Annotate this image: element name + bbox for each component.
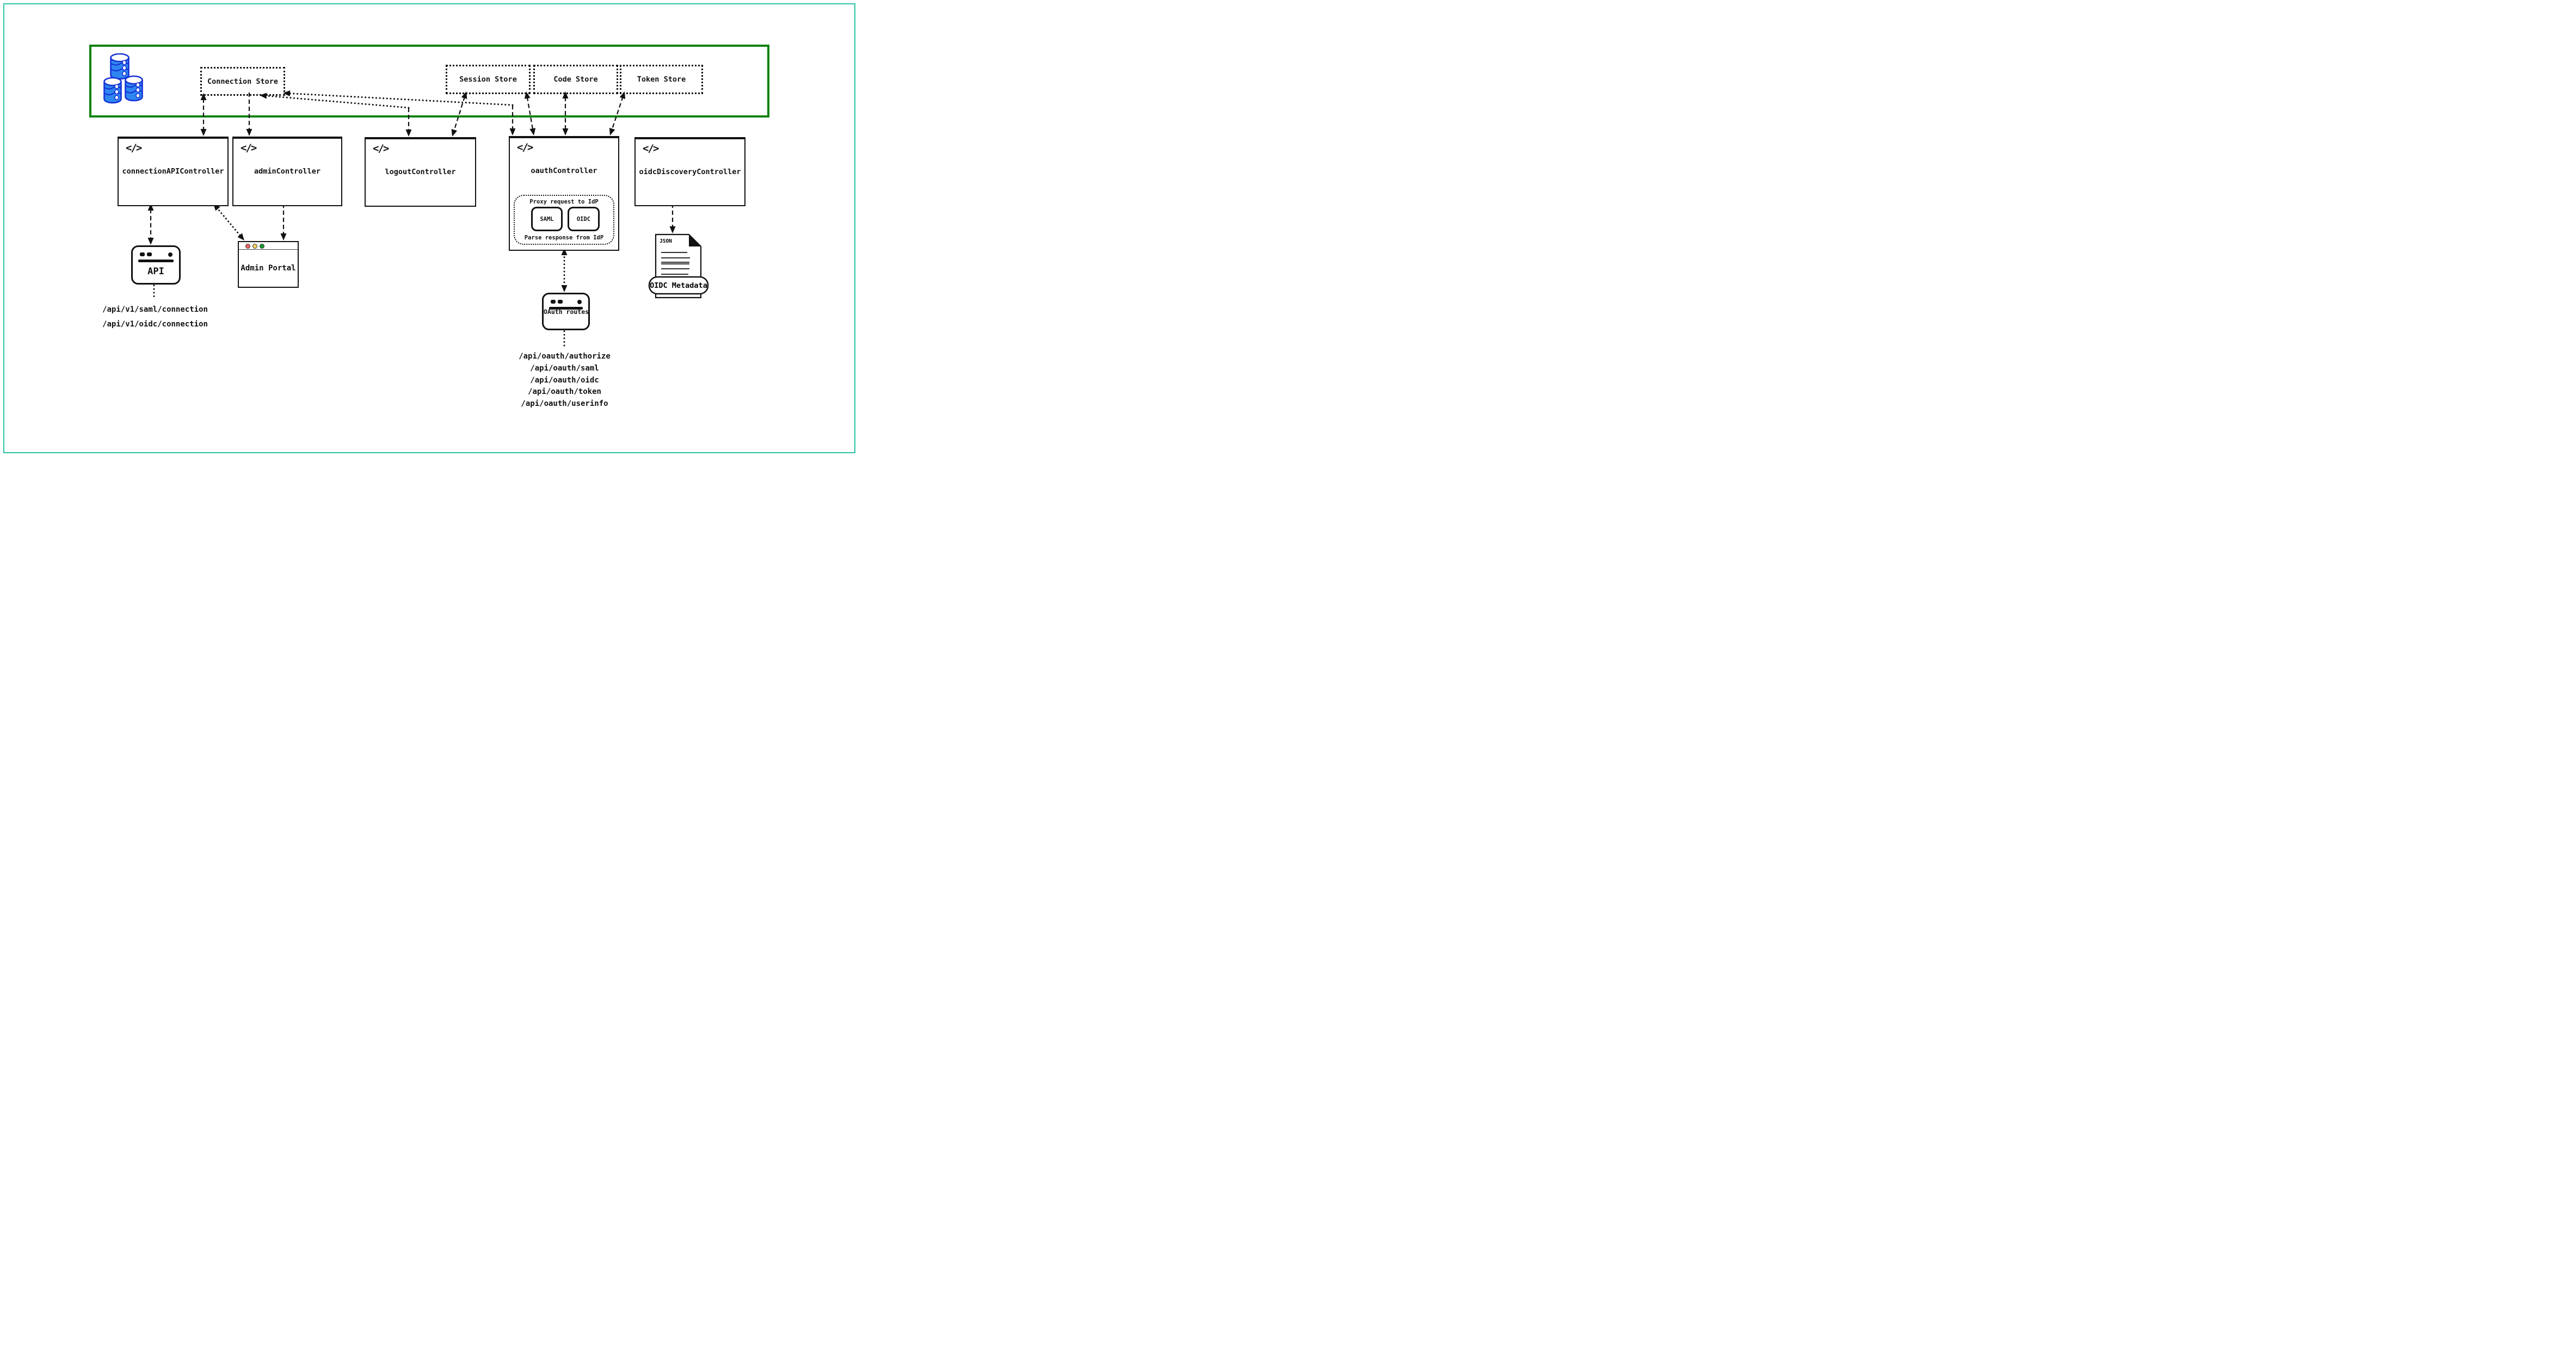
- window-dash-icon: [140, 252, 145, 256]
- code-icon: </>: [241, 142, 257, 154]
- window-dot-icon: [168, 252, 172, 257]
- logout-controller-label: logoutController: [385, 168, 456, 176]
- path-item: /api/oauth/userinfo: [521, 399, 608, 409]
- connection-api-controller-label: connectionAPIController: [122, 167, 224, 176]
- admin-portal-label: Admin Portal: [241, 264, 296, 273]
- token-store-label: Token Store: [637, 75, 686, 84]
- oauth-path-list: /api/oauth/authorize/api/oauth/saml/api/…: [490, 351, 639, 410]
- maximize-traffic-light-icon: [260, 244, 264, 249]
- window-dash-icon: [147, 252, 152, 256]
- path-item: /api/oauth/authorize: [519, 352, 611, 361]
- saml-box: SAML: [531, 207, 563, 231]
- oidc-metadata-pill: [648, 276, 709, 295]
- minimize-traffic-light-icon: [252, 244, 257, 249]
- admin-portal-window: Admin Portal: [238, 241, 299, 288]
- document-text-lines: [661, 252, 690, 275]
- json-file-type-label: JSON: [660, 238, 672, 244]
- connection-api-controller-box: </> connectionAPIController: [118, 137, 229, 206]
- code-icon: </>: [373, 143, 389, 155]
- admin-portal-titlebar: [239, 242, 298, 250]
- code-store-box: Code Store: [533, 65, 618, 94]
- path-item: /api/oauth/saml: [530, 363, 599, 373]
- code-icon: </>: [517, 141, 533, 153]
- oidc-discovery-controller-label: oidcDiscoveryController: [639, 168, 741, 176]
- json-document-icon: JSON OIDC Metadata: [648, 233, 709, 299]
- oidc-discovery-controller-box: </> oidcDiscoveryController: [634, 137, 745, 206]
- window-toolbar: [549, 307, 583, 310]
- oidc-label: OIDC: [576, 215, 591, 223]
- oauth-controller-label: oauthController: [531, 166, 597, 175]
- database-icon: [103, 53, 143, 104]
- logout-controller-box: </> logoutController: [365, 137, 476, 207]
- window-dash-icon: [558, 300, 563, 304]
- oidc-box: OIDC: [568, 207, 600, 231]
- path-item: /api/v1/saml/connection: [102, 305, 208, 314]
- admin-controller-box: </> adminController: [232, 137, 342, 206]
- code-store-label: Code Store: [553, 75, 598, 84]
- session-store-label: Session Store: [459, 75, 517, 84]
- api-window-label: API: [147, 266, 164, 277]
- saml-label: SAML: [540, 215, 554, 223]
- proxy-request-label: Proxy request to IdP: [529, 199, 599, 205]
- token-store-box: Token Store: [620, 65, 703, 94]
- document-fold-icon: [689, 234, 701, 246]
- outer-frame: [3, 3, 855, 453]
- oauth-routes-label: OAuth routes: [544, 308, 589, 316]
- admin-controller-label: adminController: [254, 167, 321, 176]
- api-path-list: /api/v1/saml/connection/api/v1/oidc/conn…: [93, 303, 218, 332]
- window-dot-icon: [577, 300, 582, 304]
- path-item: /api/oauth/oidc: [530, 375, 599, 385]
- connection-store-label: Connection Store: [207, 77, 279, 86]
- oidc-metadata-label: OIDC Metadata: [650, 281, 707, 290]
- close-traffic-light-icon: [245, 244, 250, 249]
- path-item: /api/oauth/token: [528, 387, 601, 397]
- code-icon: </>: [643, 143, 659, 155]
- api-window: API: [131, 245, 181, 285]
- session-store-box: Session Store: [446, 65, 531, 94]
- architecture-diagram: Connection Store Session Store Code Stor…: [0, 0, 859, 456]
- code-icon: </>: [126, 142, 142, 154]
- oauth-routes-window: OAuth routes: [542, 293, 590, 330]
- parse-response-label: Parse response from IdP: [524, 234, 604, 241]
- path-item: /api/v1/oidc/connection: [102, 320, 208, 329]
- connection-store-box: Connection Store: [200, 67, 285, 96]
- window-dash-icon: [551, 300, 556, 304]
- window-toolbar: [138, 260, 174, 262]
